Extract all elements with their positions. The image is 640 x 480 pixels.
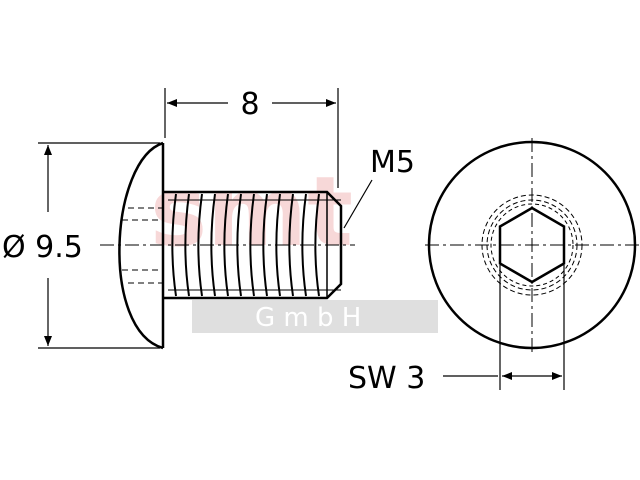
side-view <box>100 141 355 350</box>
hex-label: SW 3 <box>348 361 425 396</box>
diameter-label: Ø 9.5 <box>2 230 83 265</box>
thread-leader-line <box>343 179 373 229</box>
end-view <box>425 138 640 355</box>
watermark: smt G m b H <box>150 156 438 333</box>
thread-crests <box>171 193 320 297</box>
watermark-band <box>192 300 438 333</box>
thread-outline <box>163 190 343 300</box>
socket-hidden-circle <box>490 203 574 287</box>
thread-label: M5 <box>370 145 415 180</box>
length-label: 8 <box>240 87 259 122</box>
length-dimension <box>164 88 339 188</box>
watermark-sub: G m b H <box>255 303 361 333</box>
diameter-dimension <box>38 142 160 349</box>
hex-dimension <box>443 265 565 390</box>
